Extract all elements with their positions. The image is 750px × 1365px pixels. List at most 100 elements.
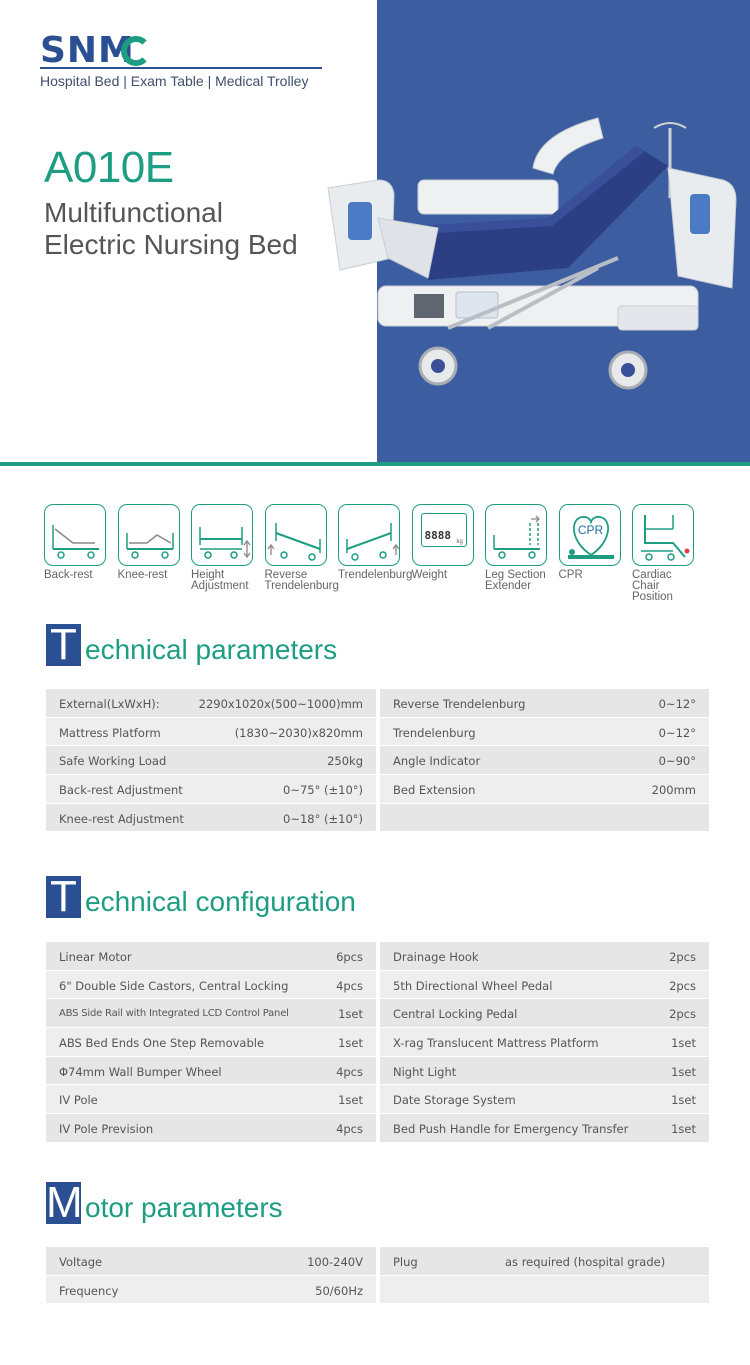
feature-icons: Back-rest Knee-rest Height Adjustment Re… [38, 504, 718, 604]
param-value: 4pcs [336, 978, 363, 993]
param-value: 0~18° (±10°) [283, 811, 363, 826]
param-value: 0~75° (±10°) [283, 783, 363, 798]
param-name: Night Light [393, 1064, 457, 1079]
param-name: IV Pole Prevision [59, 1122, 154, 1137]
table-cell-right: Central Locking Pedal 2pcs [380, 999, 709, 1029]
hero-left-panel [0, 0, 377, 464]
technical-parameters-table: External(LxWxH):2290x1020x(500~1000)mm Re… [46, 689, 709, 833]
hero-divider [0, 462, 750, 466]
table-cell-right: Bed Push Handle for Emergency Transfer 1s… [380, 1114, 709, 1143]
feature-label: Weight [411, 569, 448, 581]
trendelenburg-icon [338, 504, 400, 566]
param-value: 250kg [327, 754, 363, 769]
weight-display [420, 513, 467, 547]
param-value: as required (hospital grade) [505, 1255, 666, 1269]
param-name: Central Locking Pedal [393, 1007, 518, 1022]
nursing-bed-image [327, 117, 737, 390]
table-cell-left: 6" Double Side Castors, Central Locking 4… [46, 970, 376, 1000]
param-name: Frequency [59, 1283, 119, 1298]
table-cell-left: Back-rest Adjustment 0~75° (±10°) [46, 775, 376, 804]
param-value: 1set [338, 1007, 363, 1022]
section-title-text: echnical parameters [85, 634, 338, 665]
brand-logo: SNM [40, 30, 135, 71]
weight-icon: 8888 kg [411, 504, 474, 566]
param-value: 1set [671, 1122, 696, 1137]
feature-label: Leg Section Extender [485, 569, 546, 592]
param-name: Reverse Trendelenburg [393, 697, 526, 711]
param-value: 6pcs [336, 950, 363, 964]
table-row: Knee-rest Adjustment 0~18° (±10°) [46, 803, 709, 833]
param-value: 1set [338, 1036, 363, 1051]
param-name: Mattress Platform [59, 725, 161, 740]
param-value: (1830~2030)x820mm [234, 725, 363, 740]
feature-label: Height Adjustment [191, 569, 249, 592]
param-name: 6" Double Side Castors, Central Locking [59, 978, 289, 993]
table-cell-right: Plug as required (hospital grade) [380, 1247, 709, 1276]
param-value: 0~90° [658, 754, 696, 769]
table-cell-right: Night Light 1set [380, 1056, 709, 1086]
param-name: Safe Working Load [59, 754, 167, 769]
height-adjustment-icon [191, 504, 253, 566]
param-value: 200mm [651, 783, 696, 798]
back-rest-icon [44, 504, 106, 566]
param-name: Date Storage System [393, 1093, 516, 1108]
product-model: A010E [44, 143, 174, 192]
param-value: 4pcs [336, 1064, 363, 1079]
param-name: Bed Push Handle for Emergency Transfer [393, 1122, 629, 1137]
reverse-trendelenburg-icon [264, 504, 327, 566]
feature-label: Back-rest [44, 569, 93, 581]
section-initial: T [46, 623, 81, 667]
param-value: 2pcs [669, 1007, 696, 1022]
brand-logo-mark [121, 36, 151, 66]
table-cell-left: Mattress Platform (1830~2030)x820mm [46, 717, 376, 747]
param-value: 2pcs [669, 950, 696, 964]
table-cell-left: Φ74mm Wall Bumper Wheel 4pcs [46, 1056, 376, 1086]
weight-reading: 8888 [424, 529, 452, 542]
table-row: ABS Side Rail with Integrated LCD Contro… [46, 999, 709, 1029]
param-value: 1set [338, 1093, 363, 1108]
table-cell-left: External(LxWxH):2290x1020x(500~1000)mm [46, 689, 376, 718]
feature-weight: 8888 kg Weight [406, 504, 481, 581]
param-value: 50/60Hz [315, 1283, 363, 1298]
section-initial: T [46, 875, 81, 919]
param-name: Knee-rest Adjustment [59, 811, 184, 826]
leg-extender-icon [485, 504, 547, 566]
param-name: Linear Motor [59, 950, 132, 964]
param-name: Back-rest Adjustment [59, 783, 183, 798]
param-name: ABS Side Rail with Integrated LCD Contro… [59, 1008, 289, 1020]
param-value: 1set [671, 1064, 696, 1079]
table-row: Φ74mm Wall Bumper Wheel 4pcs Night Light 1s… [46, 1056, 709, 1086]
param-name: Φ74mm Wall Bumper Wheel [59, 1064, 222, 1079]
feature-label: CPR [558, 569, 583, 581]
product-name: Multifunctional Electric Nursing Bed [44, 197, 298, 260]
feature-back-rest: Back-rest [38, 504, 113, 581]
table-row: Frequency 50/60Hz [46, 1275, 709, 1305]
table-cell-left: ABS Bed Ends One Step Removable 1set [46, 1028, 376, 1057]
feature-label: Reverse Trendelenburg [264, 569, 339, 592]
param-name: ABS Bed Ends One Step Removable [59, 1036, 265, 1051]
table-cell-left: Safe Working Load 250kg [46, 746, 376, 776]
cardiac-chair-icon [632, 504, 694, 566]
param-value: 1set [671, 1036, 696, 1051]
param-value: 2pcs [669, 978, 696, 993]
param-name: Plug [393, 1255, 418, 1269]
feature-label: Trendelenburg [338, 569, 413, 581]
knee-rest-icon [117, 504, 180, 566]
